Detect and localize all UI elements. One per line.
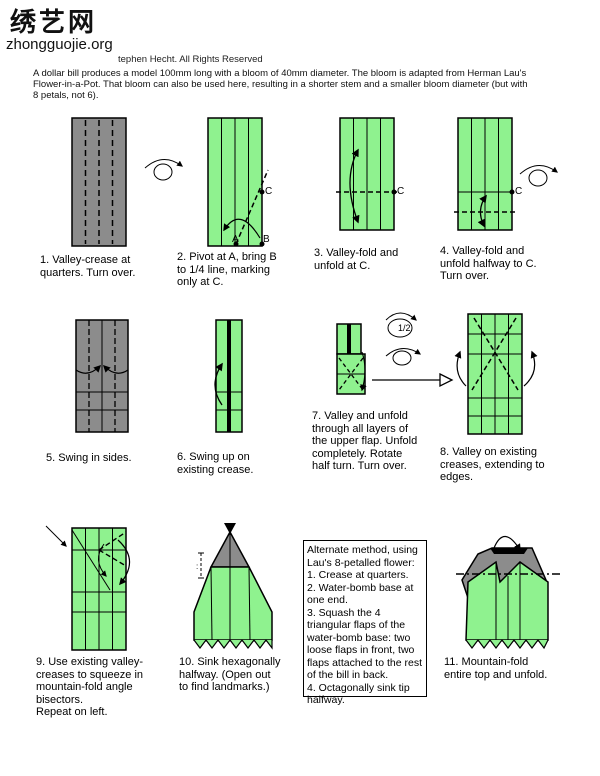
step-1-caption: 1. Valley-crease at quarters. Turn over.	[40, 254, 136, 279]
label-c-step4: C	[515, 186, 523, 197]
step-7-diagram	[336, 312, 454, 395]
step-9-diagram	[45, 525, 131, 651]
step-7-label-half: 1/2	[398, 323, 411, 333]
step-5-caption: 5. Swing in sides.	[46, 452, 132, 464]
step-9-caption: 9. Use existing valley- creases to squee…	[36, 656, 144, 718]
intro-paragraph: A dollar bill produces a model 100mm lon…	[33, 68, 528, 101]
step-10-caption: 10. Sink hexagonally halfway. (Open out …	[179, 656, 281, 693]
turn-over-icon-2	[519, 165, 558, 187]
label-c-step2: C	[265, 186, 273, 197]
step-3-diagram	[336, 117, 398, 231]
alternate-title: Alternate method, using Lau's 8-petalled…	[307, 544, 418, 569]
step-2-caption: 2. Pivot at A, bring B to 1/4 line, mark…	[177, 251, 277, 288]
copyright-line: tephen Hecht. All Rights Reserved	[118, 54, 263, 65]
label-c-step3: C	[397, 186, 405, 197]
turn-over-icon	[144, 159, 183, 181]
step-2-diagram	[207, 117, 269, 247]
step-11-caption: 11. Mountain-fold entire top and unfold.	[444, 656, 548, 681]
step-8-caption: 8. Valley on existing creases, extending…	[440, 446, 545, 483]
step-11-diagram	[456, 535, 560, 650]
step-4-diagram	[454, 117, 516, 231]
watermark-url: zhongguojie.org	[6, 36, 113, 53]
step-10-diagram: :	[193, 523, 273, 650]
alternate-item-4: 4. Octagonally sink tip halfway.	[307, 681, 410, 707]
step-6-diagram	[214, 319, 243, 433]
watermark-background	[0, 0, 135, 56]
step-6-caption: 6. Swing up on existing crease.	[177, 451, 254, 476]
alternate-method-box: Alternate method, using Lau's 8-petalled…	[303, 540, 427, 706]
step-7-caption: 7. Valley and unfold through all layers …	[312, 410, 418, 472]
svg-text::: :	[196, 562, 198, 571]
alternate-item-3: 3. Squash the 4 triangular flaps of the …	[307, 606, 422, 682]
alternate-item-2: 2. Water-bomb base at one end.	[307, 581, 414, 607]
step-4-caption: 4. Valley-fold and unfold halfway to C. …	[440, 245, 537, 282]
watermark-title: 绣艺网	[10, 8, 98, 38]
label-b: B	[263, 234, 270, 245]
step-1-diagram	[71, 117, 127, 247]
step-3-caption: 3. Valley-fold and unfold at C.	[314, 247, 399, 272]
step-5-diagram	[75, 319, 129, 433]
label-a: A	[232, 234, 239, 245]
alternate-item-1: 1. Crease at quarters.	[307, 569, 409, 581]
step-8-diagram	[454, 313, 538, 435]
